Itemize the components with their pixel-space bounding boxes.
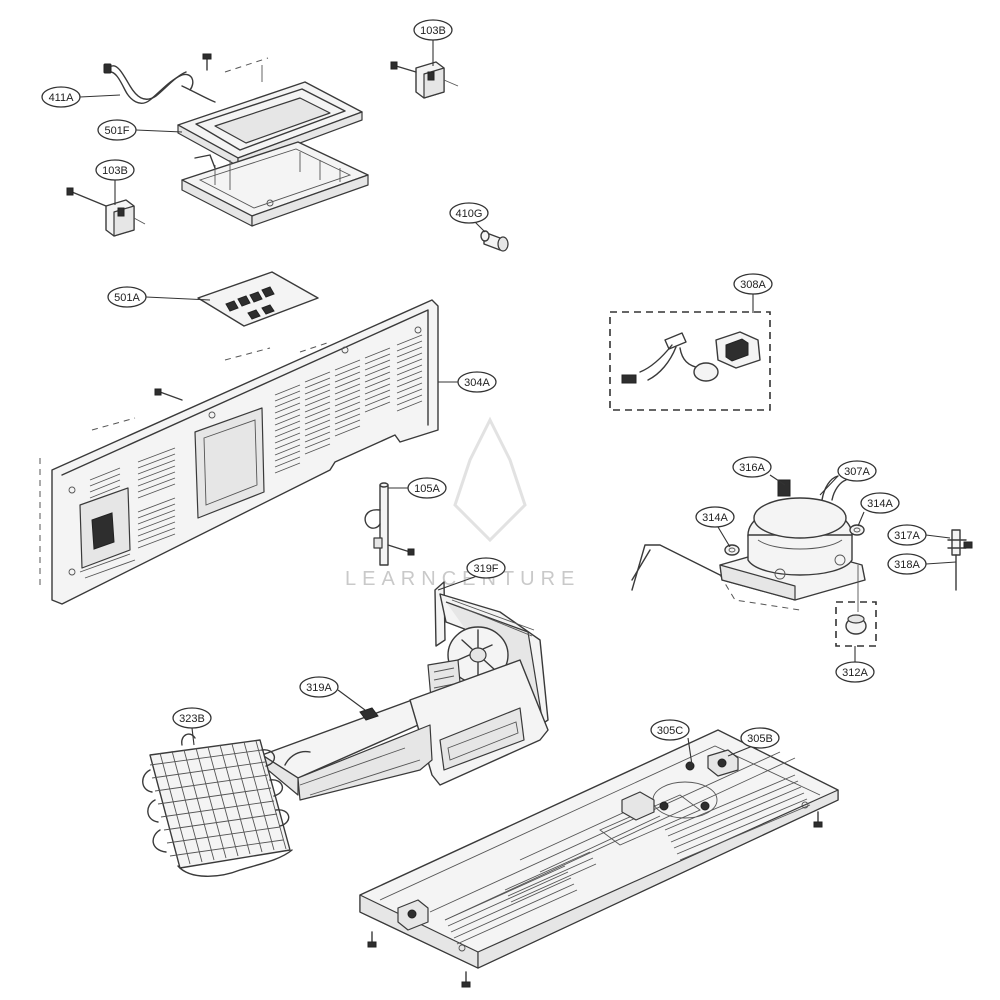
callout-105A: 105A	[407, 477, 447, 499]
control-box-501F	[177, 53, 369, 227]
callout-307A: 307A	[837, 460, 877, 482]
base-plate-305	[359, 729, 839, 988]
callout-317A: 317A	[887, 524, 927, 546]
callout-label: 304A	[464, 377, 490, 389]
callout-label: 103B	[102, 165, 128, 177]
callout-314A-right: 314A	[860, 492, 900, 514]
callout-label: 501F	[104, 125, 129, 137]
callout-label: 319F	[473, 563, 498, 575]
callout-label: 312A	[842, 667, 868, 679]
callout-label: 317A	[894, 530, 920, 542]
callout-319F: 319F	[466, 557, 506, 579]
callout-label: 307A	[844, 466, 870, 478]
callout-label: 305B	[747, 733, 773, 745]
callout-label: 314A	[702, 512, 728, 524]
louvers-left	[89, 447, 176, 549]
bracket-103B-top	[390, 61, 459, 99]
evaporator-tray-319A	[261, 659, 549, 801]
condenser-coils	[142, 733, 293, 877]
callout-103B-top: 103B	[413, 19, 453, 41]
callout-label: 323B	[179, 713, 205, 725]
callout-label: 305C	[657, 725, 683, 737]
relay-assembly-308A	[609, 311, 771, 411]
callout-318A: 318A	[887, 553, 927, 575]
back-panel-304A	[39, 299, 439, 605]
valve-317A	[947, 529, 973, 591]
callout-305B: 305B	[740, 727, 780, 749]
callout-label: 308A	[740, 279, 766, 291]
bracket-103B-left	[66, 187, 146, 237]
callout-316A: 316A	[732, 456, 772, 478]
grommet-314A-left	[724, 544, 740, 556]
louvers-right	[274, 334, 423, 474]
watermark: LEARNCENTURE	[345, 416, 580, 590]
callout-308A: 308A	[733, 273, 773, 295]
callout-label: 103B	[420, 25, 446, 37]
callout-314A-left: 314A	[695, 506, 735, 528]
drain-tube-105A	[364, 482, 415, 566]
callout-label: 105A	[414, 483, 440, 495]
base-louvers	[444, 774, 811, 945]
callout-501A: 501A	[107, 286, 147, 308]
callout-103B-left: 103B	[95, 159, 135, 181]
callout-label: 411A	[49, 92, 75, 104]
callout-label: 316A	[739, 462, 765, 474]
callout-label: 314A	[867, 498, 893, 510]
callout-323B: 323B	[172, 707, 212, 729]
condenser-323B	[142, 733, 293, 877]
callout-411A: 411A	[41, 86, 81, 108]
callout-304A: 304A	[457, 371, 497, 393]
callout-501F: 501F	[97, 119, 137, 141]
callout-label: 501A	[114, 292, 140, 304]
callout-label: 318A	[894, 559, 920, 571]
capacitor-410G	[480, 230, 509, 252]
callout-410G: 410G	[449, 202, 489, 224]
watermark-text: LEARNCENTURE	[345, 568, 580, 590]
compressor-307A	[631, 475, 866, 612]
leader-lines	[79, 40, 957, 766]
callout-label: 319A	[306, 682, 332, 694]
callout-label: 410G	[456, 208, 483, 220]
power-cord-411A	[103, 63, 216, 104]
callout-319A: 319A	[299, 676, 339, 698]
callout-312A: 312A	[835, 661, 875, 683]
grommet-314A-right	[849, 524, 865, 536]
cap-312A	[835, 601, 877, 647]
callout-305C: 305C	[650, 719, 690, 741]
pcb-501A	[197, 271, 319, 327]
